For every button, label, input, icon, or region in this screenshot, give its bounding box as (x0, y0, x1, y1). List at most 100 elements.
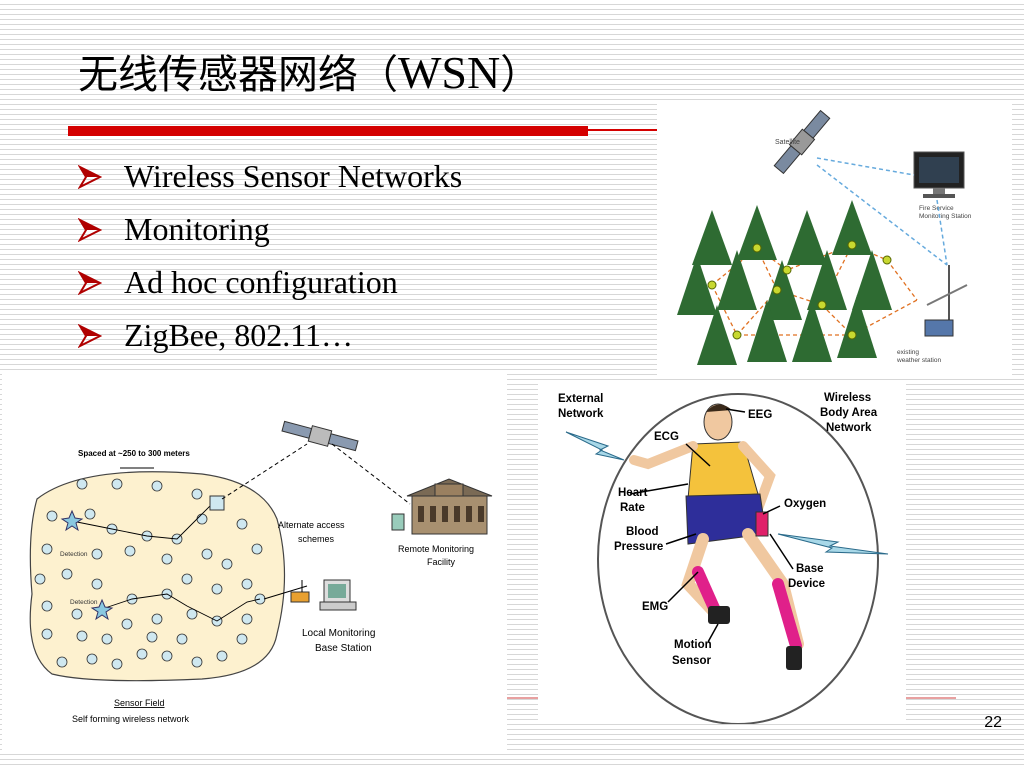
arrow-bullet-icon (78, 270, 102, 295)
spacing-label: Spaced at ~250 to 300 meters (78, 449, 190, 458)
heart-label-2: Rate (620, 502, 645, 514)
sensor-nodes (707, 240, 892, 340)
local-label-2: Base Station (315, 643, 372, 654)
field-to-base-link (263, 585, 308, 600)
monitor-icon (913, 151, 965, 198)
sensor-field-figure: Spaced at ~250 to 300 meters Detection D… (2, 374, 507, 752)
sensor-field-area (29, 471, 286, 682)
title-close-paren: ） (500, 52, 541, 98)
field-to-satellite-link (221, 443, 308, 500)
lightning-bolt-icon (777, 533, 889, 555)
footer-rule (906, 697, 956, 699)
detection-label: Detection (70, 599, 98, 606)
remote-label-1: Remote Monitoring (398, 544, 474, 554)
footer-rule (507, 697, 538, 699)
heart-label-1: Heart (618, 487, 648, 499)
motion-label-2: Sensor (672, 655, 712, 667)
tree-icon (717, 250, 757, 310)
arrow-bullet-icon (78, 323, 102, 348)
arrow-bullet-icon (78, 164, 102, 189)
wban-label-3: Network (826, 422, 872, 434)
detection-star-icon (60, 509, 84, 532)
body-area-network-svg: External Network Wireless Body Area Netw… (538, 384, 906, 725)
tree-icon (837, 295, 877, 358)
tree-icon (807, 250, 847, 310)
motion-label-1: Motion (674, 639, 712, 651)
building-icon (406, 478, 493, 535)
station-label-1: Fire Service (919, 205, 954, 212)
ecg-label: ECG (654, 431, 679, 443)
oxygen-label: Oxygen (784, 498, 826, 510)
bullet-text: Wireless Sensor Networks (124, 158, 463, 194)
local-label-1: Local Monitoring (302, 628, 375, 639)
external-label-1: External (558, 393, 603, 405)
sensor-pointer-lines (629, 408, 794, 643)
base-station-icon (290, 579, 357, 611)
gateway-node (209, 495, 225, 511)
bullet-item: Wireless Sensor Networks (78, 150, 462, 203)
tree-icon (737, 205, 777, 260)
station-to-weather-link (936, 199, 948, 266)
station-label-2: Monitoring Station (919, 213, 972, 220)
arrow-bullet-icon (78, 217, 102, 242)
tree-icon (697, 305, 737, 365)
bullet-text: Monitoring (124, 211, 270, 247)
wban-label-1: Wireless (824, 392, 871, 404)
tree-icon (677, 255, 717, 315)
runner-figure (629, 403, 804, 670)
tree-icon (762, 260, 802, 320)
weather-label-2: weather station (896, 357, 941, 364)
title-underline-bar (68, 126, 588, 136)
bullet-list: Wireless Sensor Networks Monitoring Ad h… (78, 150, 462, 362)
eeg-label: EEG (748, 409, 772, 421)
base-label-2: Device (788, 578, 825, 590)
blood-label-2: Pressure (614, 541, 663, 553)
external-label-2: Network (558, 408, 604, 420)
tree-icon (792, 300, 832, 362)
weather-station-icon (924, 265, 968, 337)
emg-label: EMG (642, 601, 668, 613)
satellite-icon (773, 109, 831, 175)
field-label: Sensor Field (114, 698, 165, 708)
alternate-label-1: Alternate access (278, 520, 345, 530)
detection-star-icon (90, 598, 114, 621)
sat-to-weather-link (816, 164, 948, 266)
weather-label-1: existing (897, 349, 919, 356)
satellite-label: Satellite (775, 139, 800, 146)
lightning-bolt-icon (565, 431, 625, 461)
remote-label-2: Facility (427, 557, 456, 567)
tree-icon (787, 210, 827, 265)
title-acronym: WSN (398, 47, 501, 98)
bullet-item: ZigBee, 802.11… (78, 309, 462, 362)
bullet-text: ZigBee, 802.11… (124, 317, 353, 353)
forest-network-svg: Satellite Fire Service Monitoring Statio… (657, 100, 1012, 375)
title-chinese: 无线传感器网络（ (78, 52, 398, 98)
bullet-text: Ad hoc configuration (124, 264, 398, 300)
satellite-to-remote-link (331, 443, 411, 505)
tree-icon (692, 210, 732, 265)
page-number: 22 (984, 714, 1002, 731)
forest-trees (677, 200, 892, 365)
body-area-network-figure: External Network Wireless Body Area Netw… (538, 384, 906, 725)
field-sublabel: Self forming wireless network (72, 714, 190, 724)
detection-paths (71, 503, 261, 622)
sat-to-station-link (816, 157, 915, 176)
title-underline-thin (588, 129, 668, 131)
dish-icon (391, 513, 405, 531)
satellite-icon (281, 420, 359, 452)
alternate-label-2: schemes (298, 534, 335, 544)
detection-label: Detection (60, 551, 88, 558)
slide-title: 无线传感器网络（WSN） (78, 42, 540, 100)
tree-icon (852, 250, 892, 310)
wban-label-2: Body Area (820, 407, 878, 419)
base-label-1: Base (796, 563, 824, 575)
tree-icon (747, 300, 787, 362)
forest-network-figure: Satellite Fire Service Monitoring Statio… (657, 100, 1012, 375)
tree-icon (832, 200, 872, 255)
body-labels: External Network Wireless Body Area Netw… (558, 392, 878, 667)
sensor-field-svg: Spaced at ~250 to 300 meters Detection D… (2, 374, 507, 752)
bullet-item: Ad hoc configuration (78, 256, 462, 309)
bullet-item: Monitoring (78, 203, 462, 256)
blood-label-1: Blood (626, 526, 659, 538)
sensor-field-nodes (34, 478, 266, 670)
